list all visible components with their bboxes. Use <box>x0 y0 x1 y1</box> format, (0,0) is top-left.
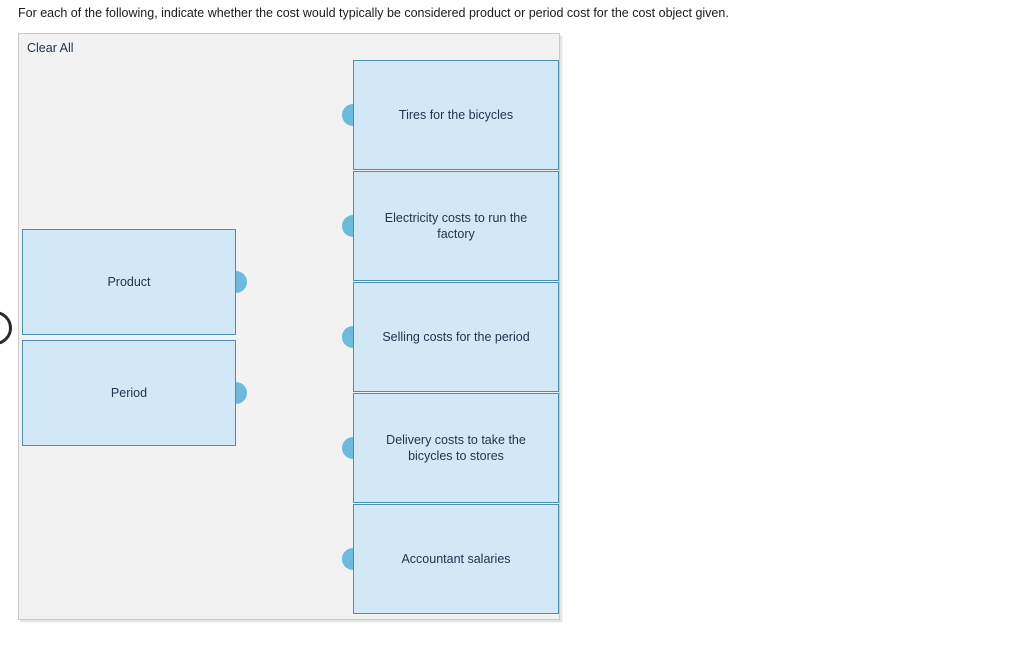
clear-all-button[interactable]: Clear All <box>24 38 77 58</box>
target-tile-label: Period <box>110 386 148 400</box>
question-prompt: For each of the following, indicate whet… <box>18 6 729 20</box>
item-tile-tires[interactable]: Tires for the bicycles <box>342 60 559 170</box>
item-tile-accountant[interactable]: Accountant salaries <box>342 504 559 614</box>
item-tile-delivery[interactable]: Delivery costs to take the bicycles to s… <box>342 393 559 503</box>
connector-nub-left-icon[interactable] <box>342 548 353 570</box>
target-tile-period[interactable]: Period <box>22 340 247 446</box>
connector-nub-left-icon[interactable] <box>342 437 353 459</box>
matching-panel: Clear All Product Period Tires for the b… <box>18 33 560 620</box>
circle-outline-cursor-icon <box>0 311 12 345</box>
connector-nub-left-icon[interactable] <box>342 104 353 126</box>
item-tile-label: Accountant salaries <box>401 552 511 566</box>
target-tile-label: Product <box>107 275 151 289</box>
item-tile-label: Tires for the bicycles <box>398 108 514 122</box>
item-tile-label: Electricity costs to run the factory <box>384 211 528 241</box>
connector-nub-right-icon[interactable] <box>236 271 247 293</box>
connector-nub-left-icon[interactable] <box>342 326 353 348</box>
item-tile-electricity[interactable]: Electricity costs to run the factory <box>342 171 559 281</box>
item-tile-label: Selling costs for the period <box>382 330 530 344</box>
connector-nub-left-icon[interactable] <box>342 215 353 237</box>
connector-nub-right-icon[interactable] <box>236 382 247 404</box>
item-tile-selling[interactable]: Selling costs for the period <box>342 282 559 392</box>
item-tile-label: Delivery costs to take the bicycles to s… <box>386 433 526 463</box>
target-tile-product[interactable]: Product <box>22 229 247 335</box>
